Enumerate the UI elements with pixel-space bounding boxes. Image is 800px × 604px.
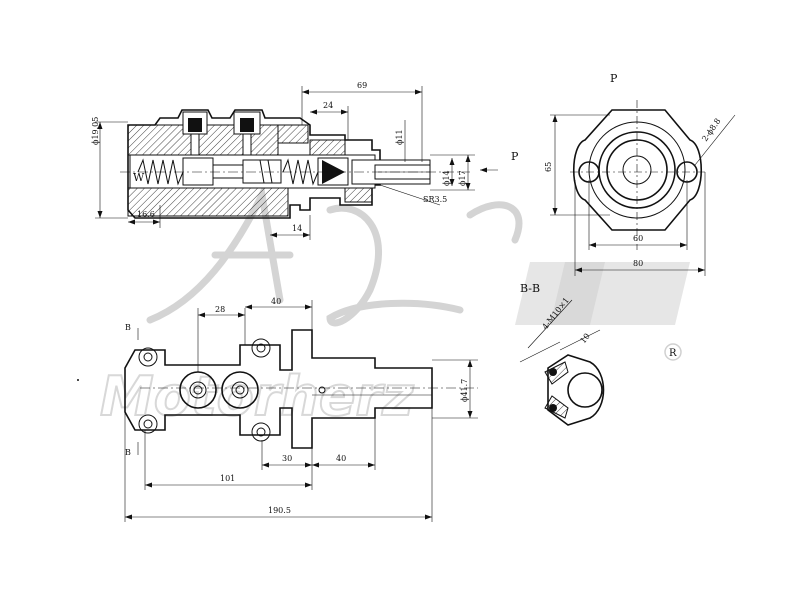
top-mount-ear-2 — [138, 414, 158, 434]
leader-sr — [379, 184, 441, 206]
end-view: P 65 60 80 2-ϕ8.8 — [544, 72, 736, 276]
dim-60: 60 — [633, 234, 643, 243]
reservoir-port-2 — [233, 111, 261, 156]
dim-holes: 2-ϕ8.8 — [700, 117, 722, 143]
bb-leader-3 — [559, 329, 601, 351]
section-mark-b-top: B — [125, 323, 131, 332]
dim-40: 40 — [336, 454, 346, 463]
dim-17: ϕ17 — [458, 170, 467, 186]
section-mark-b-bottom: B — [125, 448, 131, 457]
watermark-logo-l — [326, 204, 464, 327]
end-view-title: P — [610, 72, 618, 85]
top-mount-ear-4 — [251, 422, 271, 442]
dim-65: 65 — [544, 162, 553, 172]
dim-80: 80 — [633, 259, 643, 268]
bb-view-title: B-B — [520, 282, 540, 295]
flange-upper-hatch — [277, 124, 309, 144]
bb-dim-10: 10 — [578, 332, 591, 346]
view-arrow-label: P — [511, 150, 519, 163]
piston-stem — [212, 164, 244, 179]
dim-41-7: ϕ41.7 — [460, 379, 469, 402]
dim-24: 24 — [323, 101, 333, 110]
dim-14-dia: ϕ14 — [442, 170, 451, 186]
dim-14: 14 — [292, 224, 302, 233]
flange-outline — [572, 109, 703, 231]
bb-leader-1 — [519, 341, 561, 363]
dim-28: 28 — [215, 305, 225, 314]
reservoir-port-1 — [182, 111, 208, 156]
registered-mark-text: R — [669, 348, 677, 359]
primary-piston — [182, 157, 214, 186]
watermark-logo-swoosh — [466, 201, 523, 244]
dim-69: 69 — [357, 81, 367, 90]
dim-sr: SR3.5 — [423, 195, 447, 204]
dim-101: 101 — [220, 474, 235, 483]
bb-bore — [567, 372, 603, 408]
top-mount-ear-3 — [251, 338, 271, 358]
watermark-logo-bars — [515, 262, 690, 325]
top-center-mark — [318, 386, 326, 394]
dim-11: ϕ11 — [395, 129, 404, 145]
section-view: W ϕ19.05 69 24 ϕ11 ϕ14 ϕ17 — [91, 81, 519, 240]
top-mount-ear-1 — [138, 347, 158, 367]
top-reservoir-port-2 — [221, 371, 259, 409]
dim-190-5: 190.5 — [268, 506, 291, 515]
body-outline — [127, 109, 381, 219]
dim-19-05: ϕ19.05 — [91, 117, 100, 145]
piston-cone — [322, 160, 345, 184]
dim-40-top: 40 — [271, 297, 281, 306]
dim-16-6: 16.6 — [137, 210, 155, 219]
top-view: B B 28 40 30 40 101 190.5 ϕ41.7 — [77, 297, 478, 522]
dim-30: 30 — [282, 454, 292, 463]
bb-leader-2 — [527, 299, 573, 349]
leader-holes — [694, 114, 736, 166]
spring-letter: W — [133, 171, 145, 184]
registered-mark-icon — [664, 343, 682, 361]
bb-outline — [547, 354, 605, 426]
piston-seal — [259, 159, 273, 184]
